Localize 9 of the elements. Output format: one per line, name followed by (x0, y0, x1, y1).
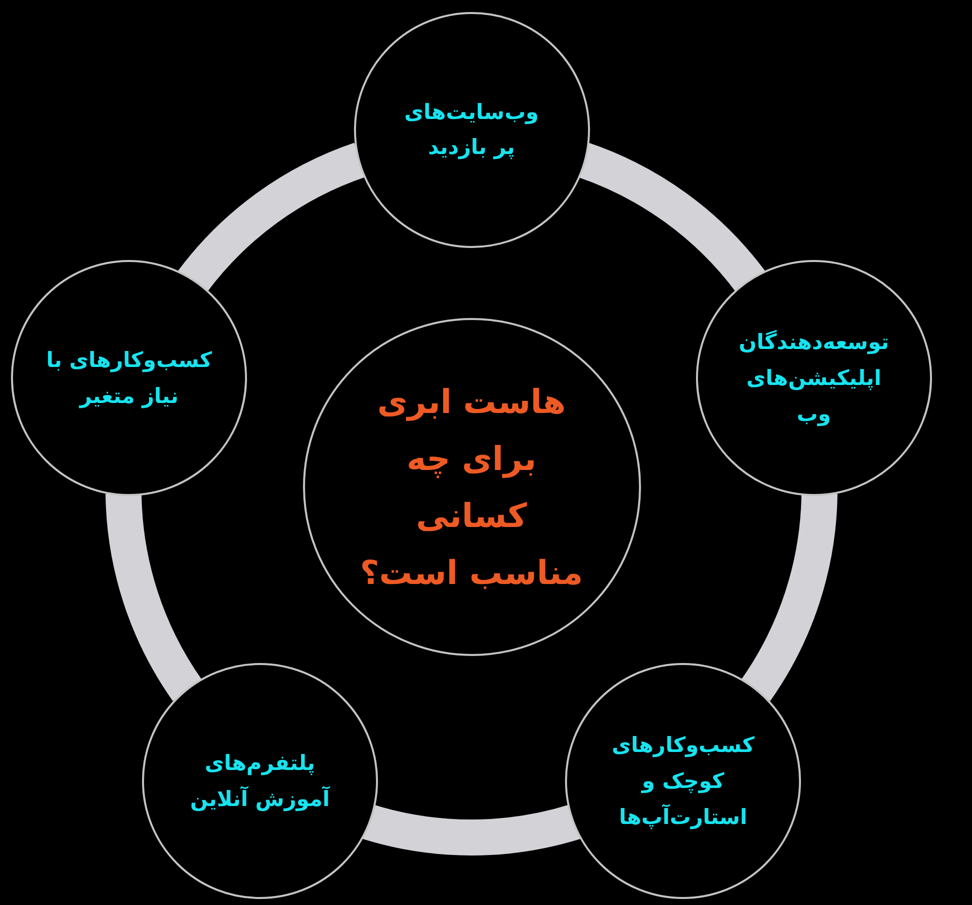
central-question: هاست ابری برای چه کسانی مناسب است؟ (358, 381, 584, 594)
ring-segment (364, 804, 580, 855)
topic-label: کسب‌وکارهای با نیاز متغیر (45, 347, 214, 410)
topic-label: پلتفرم‌های آموزش آنلاین (189, 750, 332, 814)
ring-segment (106, 492, 203, 700)
topic-label: توسعه‌دهندگان اپلیکیشن‌های وب (738, 329, 890, 428)
topic-label: کسب‌وکارهای کوچک و استارت‌آپ‌ها (610, 732, 756, 832)
ring-segment (740, 492, 838, 700)
topic-label: وب‌سایت‌های پر بازدید (403, 98, 540, 162)
